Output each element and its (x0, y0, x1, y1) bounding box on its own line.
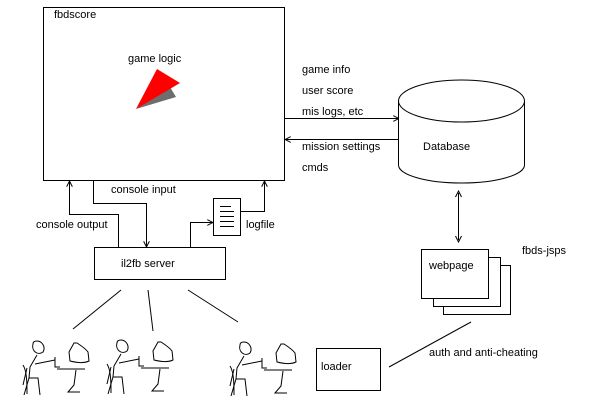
webpage-label: webpage (429, 260, 474, 272)
edge-label-game-info: game info (302, 64, 351, 76)
webpage-stack (421, 249, 511, 315)
document-icon (213, 198, 241, 236)
fbds-jsps-label: fbds-jsps (522, 245, 567, 257)
red-paper-plane-icon (136, 69, 180, 109)
edge-label-cmds: cmds (302, 162, 329, 174)
database-label: Database (423, 141, 471, 153)
loader-label: loader (321, 361, 352, 373)
console-input-label: console input (111, 184, 176, 196)
game-logic-label: game logic (128, 53, 182, 65)
link-player-3 (187, 289, 239, 323)
arrow-server-logfile (190, 223, 213, 248)
edge-label-mission-settings: mission settings (302, 141, 381, 153)
link-player-2 (147, 289, 154, 332)
fbdscore-title: fbdscore (54, 9, 97, 21)
player-at-computer-icon (229, 341, 297, 397)
arrow-logfile-fbdscore (241, 182, 265, 212)
link-player-1 (72, 289, 122, 330)
edge-label-user-score: user score (302, 85, 354, 97)
logfile-label: logfile (246, 219, 275, 231)
link-loader-webpage (388, 321, 472, 368)
arrow-console-output (70, 182, 119, 248)
player-at-computer-icon (106, 339, 174, 395)
server-label: il2fb server (121, 258, 175, 270)
console-output-label: console output (36, 219, 108, 231)
player-at-computer-icon (22, 340, 90, 396)
server-box (94, 247, 226, 280)
edge-label-mis-logs: mis logs, etc (302, 106, 364, 118)
database-cylinder (398, 79, 525, 184)
auth-label: auth and anti-cheating (429, 347, 538, 359)
arrow-console-input (93, 181, 147, 246)
loader-box (316, 348, 381, 391)
